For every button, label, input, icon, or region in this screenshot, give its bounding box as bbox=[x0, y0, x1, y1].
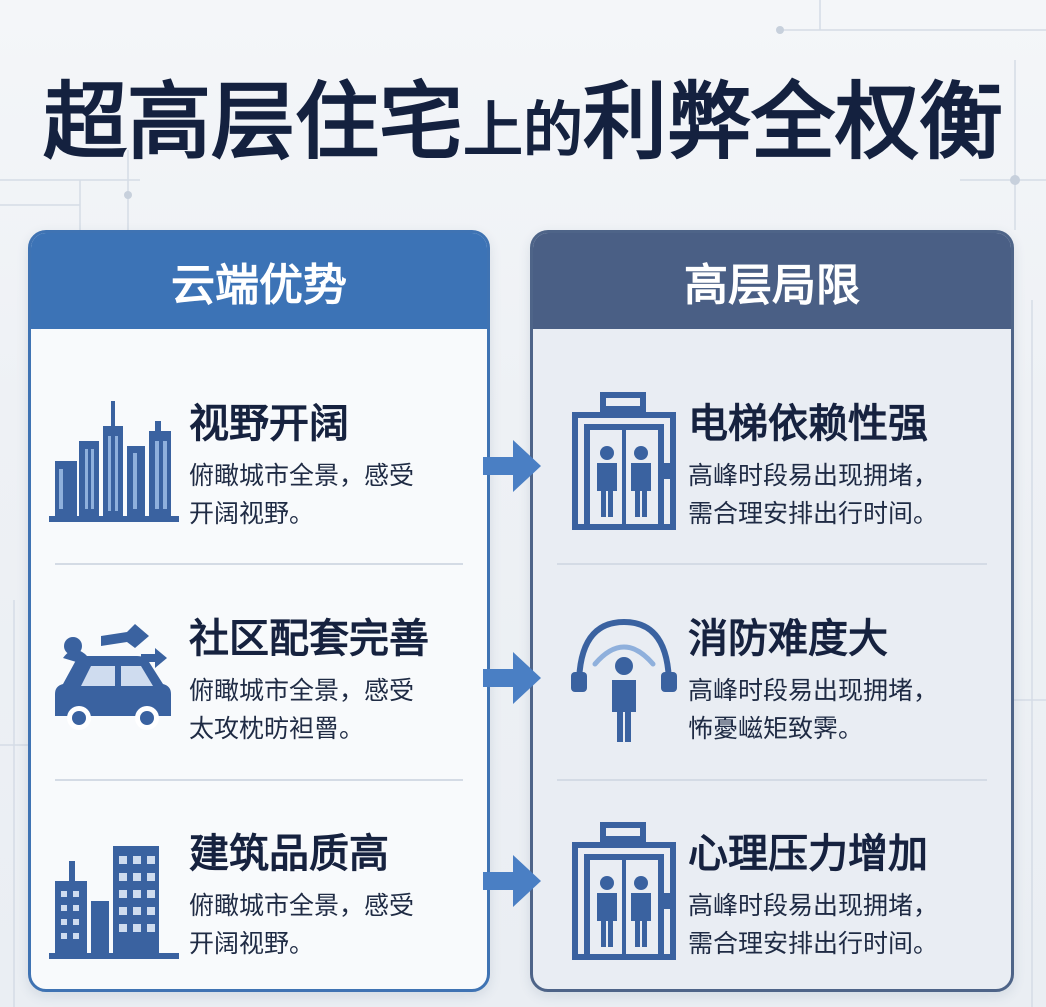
advantage-desc-line1: 俯瞰城市全景，感受 bbox=[189, 891, 415, 920]
car-delivery-icon bbox=[55, 624, 171, 730]
page-title: 超高层住宅上的利弊全权衡 bbox=[42, 73, 1004, 171]
advantage-desc-line1: 俯瞰城市全景，感受 bbox=[189, 461, 415, 490]
advantages-panel: 云端优势 bbox=[28, 230, 490, 992]
limitation-heading: 心理压力增加 bbox=[688, 831, 928, 877]
limitation-text: 电梯依赖性强 高峰时段易出现拥堵， 需合理安排出行时间。 bbox=[688, 399, 1001, 533]
limitation-heading: 电梯依赖性强 bbox=[688, 401, 928, 447]
advantages-header: 云端优势 bbox=[31, 233, 487, 329]
limitation-text: 消防难度大 高峰时段易出现拥堵， 怖憂嵫矩致霁。 bbox=[688, 614, 1001, 748]
advantage-heading: 建筑品质高 bbox=[189, 831, 389, 877]
right-arrow-icon bbox=[483, 652, 541, 704]
limitation-text: 心理压力增加 高峰时段易出现拥堵， 需合理安排出行时间。 bbox=[688, 829, 1001, 963]
divider bbox=[557, 563, 987, 565]
advantage-item-quality: 建筑品质高 俯瞰城市全景，感受 开阔视野。 bbox=[31, 783, 487, 989]
advantage-desc-line2: 太攻枕昉袒罾。 bbox=[189, 714, 365, 743]
person-signal-icon bbox=[571, 618, 677, 742]
limitation-item-fire: 消防难度大 高峰时段易出现拥堵， 怖憂嵫矩致霁。 bbox=[533, 568, 1011, 780]
divider bbox=[557, 779, 987, 781]
advantage-item-community: 社区配套完善 俯瞰城市全景，感受 太攻枕昉袒罾。 bbox=[31, 568, 487, 780]
buildings-icon bbox=[49, 846, 179, 959]
advantage-heading: 视野开阔 bbox=[189, 401, 349, 447]
limitation-desc-line2: 需合理安排出行时间。 bbox=[688, 929, 939, 958]
advantage-desc-line1: 俯瞰城市全景，感受 bbox=[189, 676, 415, 705]
advantage-text: 建筑品质高 俯瞰城市全景，感受 开阔视野。 bbox=[189, 829, 477, 963]
advantage-desc-line2: 开阔视野。 bbox=[189, 499, 315, 528]
limitation-item-elevator: 电梯依赖性强 高峰时段易出现拥堵， 需合理安排出行时间。 bbox=[533, 353, 1011, 565]
limitation-desc-line1: 高峰时段易出现拥堵， bbox=[688, 461, 939, 490]
right-arrow-icon bbox=[483, 440, 541, 492]
limitation-item-pressure: 心理压力增加 高峰时段易出现拥堵， 需合理安排出行时间。 bbox=[533, 783, 1011, 989]
limitations-panel: 高层局限 电梯依赖性强 高峰时段易出现拥堵， 需合理安排出行时间。 bbox=[530, 230, 1014, 992]
limitations-header: 高层局限 bbox=[533, 233, 1011, 329]
advantage-item-view: 视野开阔 俯瞰城市全景，感受 开阔视野。 bbox=[31, 353, 487, 565]
elevator-icon bbox=[572, 392, 676, 530]
right-arrow-icon bbox=[483, 855, 541, 907]
advantage-heading: 社区配套完善 bbox=[189, 616, 429, 662]
limitation-desc-line2: 怖憂嵫矩致霁。 bbox=[688, 714, 864, 743]
limitation-heading: 消防难度大 bbox=[688, 616, 888, 662]
limitation-desc-line2: 需合理安排出行时间。 bbox=[688, 499, 939, 528]
city-skyline-icon bbox=[49, 401, 179, 522]
divider bbox=[55, 779, 463, 781]
advantage-text: 视野开阔 俯瞰城市全景，感受 开阔视野。 bbox=[189, 399, 477, 533]
elevator-icon bbox=[572, 822, 676, 960]
limitation-desc-line1: 高峰时段易出现拥堵， bbox=[688, 676, 939, 705]
advantage-text: 社区配套完善 俯瞰城市全景，感受 太攻枕昉袒罾。 bbox=[189, 614, 477, 748]
advantage-desc-line2: 开阔视野。 bbox=[189, 929, 315, 958]
limitation-desc-line1: 高峰时段易出现拥堵， bbox=[688, 891, 939, 920]
divider bbox=[55, 563, 463, 565]
